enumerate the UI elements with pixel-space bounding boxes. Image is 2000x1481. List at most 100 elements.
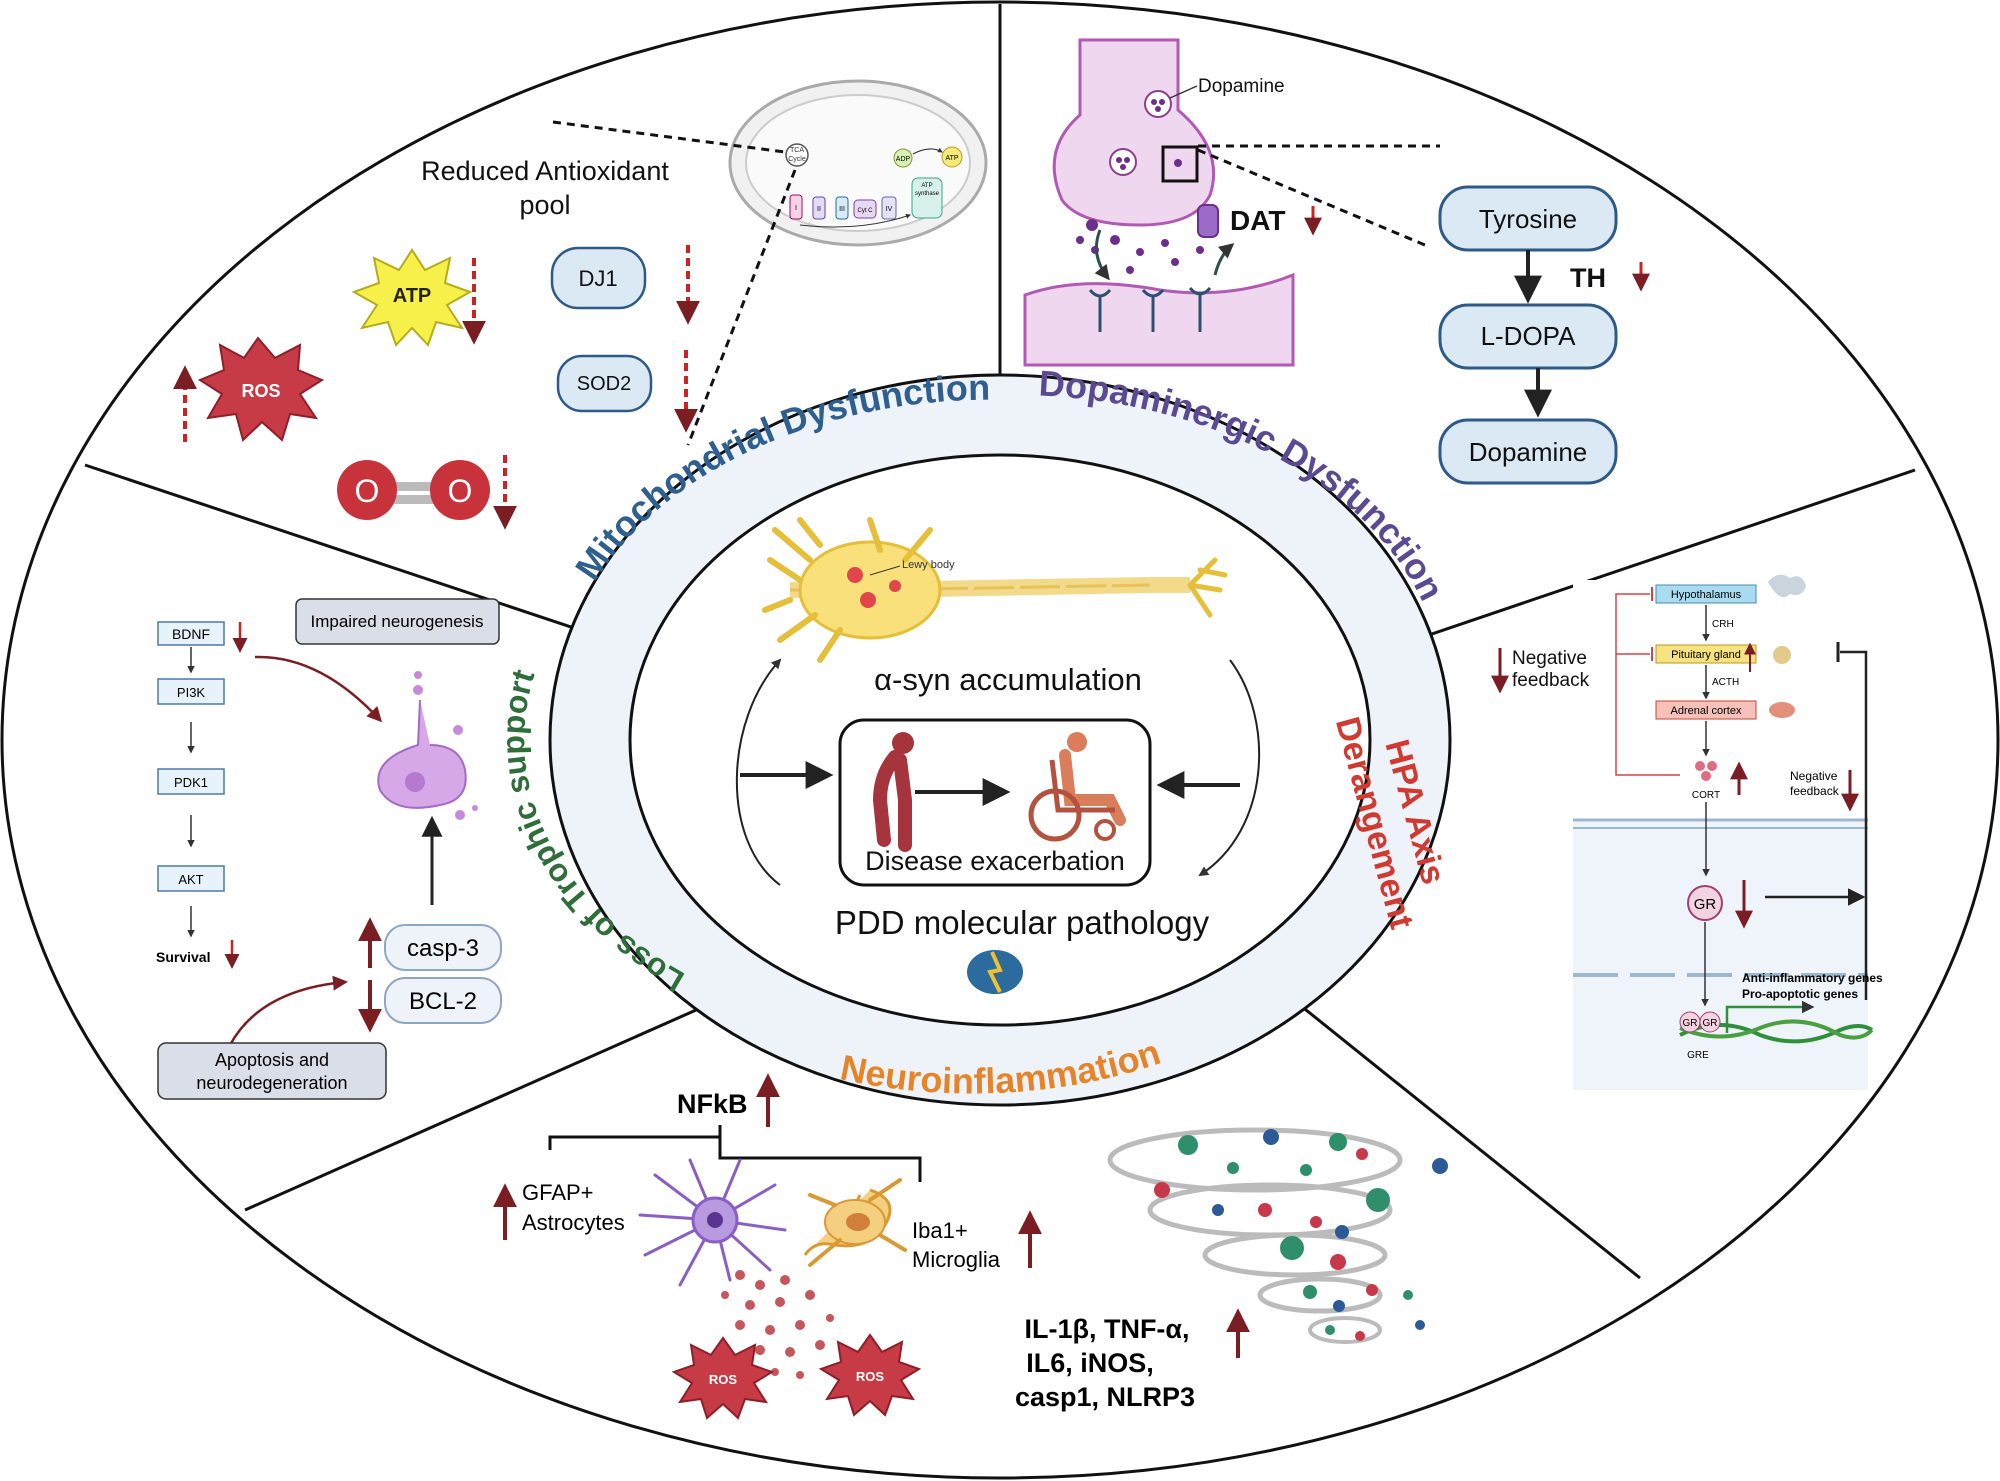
neg-feedback-big-2: feedback [1512, 670, 1590, 691]
tyrosine-label: Tyrosine [1479, 204, 1577, 234]
adrenal-box [1655, 700, 1757, 720]
ldopa-box [1438, 303, 1618, 370]
hypothalamus-label: Hypothalamus [1671, 589, 1742, 601]
svg-text:GR: GR [1703, 1018, 1718, 1029]
ros-burst-icon: ROS [197, 336, 325, 442]
accumulation-label: α-syn accumulation [874, 662, 1142, 697]
antioxidant-label-2: pool [519, 190, 570, 220]
impaired-neurogenesis-label: Impaired neurogenesis [311, 612, 484, 631]
apoptosis-curve-arrow [228, 975, 348, 1046]
atp-burst-icon: ATP [351, 248, 473, 347]
svg-text:ROS: ROS [241, 381, 280, 401]
pituitary-box [1655, 644, 1757, 664]
cytokine-line-3: casp1, NLRP3 [1015, 1382, 1195, 1412]
gr-receptor [1687, 885, 1723, 921]
astrocyte-icon [638, 1158, 787, 1287]
bdnf-label: BDNF [172, 626, 210, 642]
iba-label-2: Microglia [912, 1247, 1001, 1272]
sod2-label: SOD2 [577, 373, 631, 395]
mito-callout-line-2 [686, 169, 797, 446]
pituitary-label: Pituitary gland [1671, 649, 1741, 661]
apoptosis-box [157, 1042, 387, 1100]
svg-text:synthase: synthase [915, 191, 940, 197]
bcl2-label: BCL-2 [409, 988, 477, 1015]
microglia-icon [803, 1178, 907, 1267]
pi3k-box [157, 678, 225, 705]
crh-label: CRH [1712, 619, 1734, 630]
svg-text:ATP: ATP [393, 285, 432, 307]
svg-text:ADP: ADP [896, 156, 911, 163]
patient-walking-icon [872, 732, 914, 852]
th-label: TH [1570, 263, 1606, 293]
gre-label: GRE [1687, 1050, 1709, 1061]
cort-label: CORT [1692, 790, 1720, 801]
gfap-label-1: GFAP+ [522, 1180, 594, 1205]
feedback-return-line [1840, 650, 1868, 1000]
svg-text:Cyt C: Cyt C [858, 208, 874, 214]
bcl2-box [384, 977, 502, 1024]
sod2-box [556, 354, 653, 413]
neg-feedback-small-2: feedback [1790, 784, 1840, 798]
dopamine-label: Dopamine [1469, 437, 1588, 467]
apoptosis-label-2: neurodegeneration [196, 1073, 347, 1093]
pathology-label: PDD molecular pathology [835, 904, 1210, 941]
hypothalamus-box [1655, 584, 1757, 604]
dopamine-pointer [1169, 85, 1198, 99]
gfap-label-2: Astrocytes [522, 1210, 625, 1235]
svg-text:I: I [795, 205, 797, 212]
akt-label: AKT [178, 872, 203, 887]
akt-box [157, 865, 225, 892]
disease-label: Disease exacerbation [865, 846, 1125, 876]
cycle-arrow-right [1198, 659, 1261, 877]
gr-label: GR [1694, 896, 1717, 913]
pituitary-icon [1773, 646, 1791, 664]
acth-label: ACTH [1712, 677, 1739, 688]
pro-apop-label: Pro-apoptotic genes [1742, 987, 1858, 1001]
dj1-label: DJ1 [578, 266, 617, 291]
ros-burst-icon-1: ROS [671, 1336, 775, 1420]
bdnf-to-neurogenesis-arrow [254, 655, 383, 723]
neg-feedback-small-1: Negative [1790, 769, 1838, 783]
casp3-box [384, 924, 502, 971]
iba-label-1: Iba1+ [912, 1218, 968, 1243]
casp3-label: casp-3 [407, 935, 479, 962]
wheelchair-icon [1028, 732, 1126, 842]
transcription-arrow [1725, 1000, 1815, 1033]
pdk1-label: PDK1 [174, 775, 208, 790]
cytokine-line-2: IL6, iNOS, [1026, 1348, 1154, 1378]
oxygen-molecule-icon: O O [337, 460, 490, 520]
impaired-neurogenesis-box [295, 598, 500, 645]
svg-text:GR: GR [1683, 1018, 1698, 1029]
mito-callout-line-1 [552, 120, 786, 154]
gr-dimer-icon: GR GR [1679, 1011, 1721, 1033]
antioxidant-label-1: Reduced Antioxidant [421, 156, 669, 186]
svg-text:ROS: ROS [856, 1369, 885, 1384]
bdnf-box [157, 621, 225, 646]
pi3k-label: PI3K [177, 685, 206, 700]
divider-upper-left [84, 463, 641, 652]
cytokine-line-1: IL-1β, TNF-α, [1024, 1314, 1189, 1344]
divider-lower-left [244, 973, 776, 1212]
svg-text:ROS: ROS [709, 1372, 738, 1387]
nfkb-label: NFkB [677, 1089, 748, 1119]
pdk1-box [157, 768, 225, 795]
neg-feedback-big-1: Negative [1512, 648, 1587, 669]
svg-text:III: III [839, 206, 845, 213]
synapse-illustration [1023, 38, 1295, 367]
svg-text:ATP: ATP [945, 155, 958, 162]
adrenal-icon [1769, 702, 1795, 718]
neuron-illustration: Lewy body [762, 517, 1228, 663]
cort-molecules-icon [1695, 761, 1717, 781]
adrenal-label: Adrenal cortex [1671, 705, 1742, 717]
dopamine-vesicle-label: Dopamine [1198, 76, 1285, 97]
dopamine-box [1438, 418, 1618, 485]
svg-text:Cycle: Cycle [788, 156, 806, 163]
dna-strand-2 [1679, 1019, 1874, 1040]
svg-text:O: O [448, 473, 473, 509]
dat-label: DAT [1230, 205, 1285, 236]
svg-text:O: O [355, 473, 380, 509]
anti-inflam-label: Anti-inflammatory genes [1742, 971, 1883, 985]
hpa-cell-area [1573, 820, 1868, 1090]
